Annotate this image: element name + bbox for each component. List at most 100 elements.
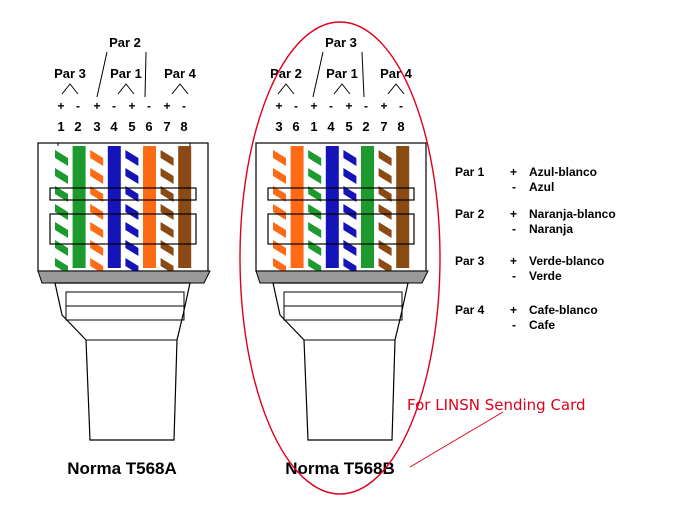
pair-legend: Par 1 + Azul-blanco - Azul Par 2 + Naran… [455,165,616,332]
polarity-8: - [182,99,186,113]
wire-4 [325,146,339,268]
pin-number-row: 1 2 3 4 5 6 7 8 [57,119,187,134]
pair-label-top: Par 2 [109,35,141,50]
pin-number-5: 5 [128,119,135,134]
connector-t568b: Par 3 Par 2 Par 1 Par 4 + - + - + - + - … [255,35,429,478]
wire-stripe [343,186,357,202]
latch-bar-lower [49,213,197,245]
wire-stripe [125,150,139,166]
wire-stripe [90,258,104,274]
wire-group [55,146,192,274]
wire-stripe [308,168,322,184]
pin-number-7: 7 [380,119,387,134]
polarity-5: + [345,99,352,113]
legend-minus-color: Verde [529,269,562,283]
legend-item: Par 2 + Naranja-blanco - Naranja [455,207,616,236]
pair-label-middle: Par 1 [110,66,142,81]
pin-number-2: 2 [74,119,81,134]
wire-stripe [55,258,68,274]
annotation-text: For LINSN Sending Card [407,396,586,414]
wire-stripe [378,168,392,184]
legend-minus: - [512,269,516,283]
wire-stripe [125,186,139,202]
polarity-4: - [112,99,116,113]
wire-stripe [125,204,139,220]
wire-2 [72,146,86,268]
wire-stripe [125,258,139,274]
pin-number-8: 8 [180,119,187,134]
wire-stripe [273,204,286,220]
polarity-2: - [294,99,298,113]
wire-stripe [378,204,392,220]
legend-plus-color: Azul-blanco [529,165,597,179]
pair-label-middle: Par 1 [326,66,358,81]
wire-stripe [308,150,322,166]
legend-item: Par 4 + Cafe-blanco - Cafe [455,303,598,332]
polarity-4: - [329,99,333,113]
legend-minus-color: Cafe [529,318,555,332]
wire-stripe [90,204,104,220]
wire-group [273,146,410,274]
legend-minus: - [512,222,516,236]
connector-title: Norma T568A [67,459,177,478]
polarity-5: + [128,99,135,113]
wire-stripe [125,222,139,238]
callout-leader-line [409,411,504,468]
crimp-band [37,270,211,284]
polarity-3: + [93,99,100,113]
pin-number-6: 2 [362,119,369,134]
wire-stripe [160,204,174,220]
pair-label-right: Par 4 [164,66,197,81]
pair-brackets [61,51,189,98]
legend-pair: Par 3 [455,254,485,268]
wire-stripe [55,204,68,220]
pin-number-4: 4 [110,119,118,134]
connector-title: Norma T568B [285,459,395,478]
polarity-7: + [380,99,387,113]
wire-stripe [273,186,286,202]
legend-pair: Par 1 [455,165,485,179]
wire-stripe [160,150,174,166]
pin-number-1: 3 [275,119,282,134]
wire-stripe [160,168,174,184]
wire-stripe [160,222,174,238]
polarity-row: + - + - + - + - [57,99,186,113]
wire-stripe [273,150,286,166]
wire-stripe [308,204,322,220]
wire-stripe [378,150,392,166]
wire-6 [143,146,156,268]
legend-plus-color: Verde-blanco [529,254,604,268]
legend-minus-color: Naranja [529,222,573,236]
wire-stripe [55,222,68,238]
latch-bar-lower [267,213,415,245]
wire-stripe [125,168,139,184]
legend-plus-color: Cafe-blanco [529,303,598,317]
wire-stripe [308,258,322,274]
wire-stripe [273,222,286,238]
latch-bar-upper [49,187,197,201]
pair-label-left: Par 3 [54,66,86,81]
wire-stripe [378,258,392,274]
pin-number-row: 3 6 1 4 5 2 7 8 [275,119,404,134]
polarity-1: + [275,99,282,113]
wire-stripe [273,168,286,184]
wire-stripe [378,186,392,202]
pin-number-2: 6 [292,119,299,134]
legend-item: Par 3 + Verde-blanco - Verde [455,254,604,283]
wire-stripe [55,168,68,184]
polarity-2: - [76,99,80,113]
wire-2 [290,146,304,268]
pair-label-left: Par 2 [270,66,302,81]
latch-bar-upper [267,187,415,201]
pair-brackets [277,51,405,98]
legend-plus: + [510,303,517,317]
pair-label-right: Par 4 [380,66,413,81]
pin-number-1: 1 [57,119,64,134]
highlight-ellipse [239,21,441,495]
pair-label-top: Par 3 [325,35,357,50]
wire-stripe [378,222,392,238]
wire-stripe [90,222,104,238]
polarity-6: - [364,99,368,113]
pin-number-8: 8 [397,119,404,134]
wire-stripe [343,258,357,274]
